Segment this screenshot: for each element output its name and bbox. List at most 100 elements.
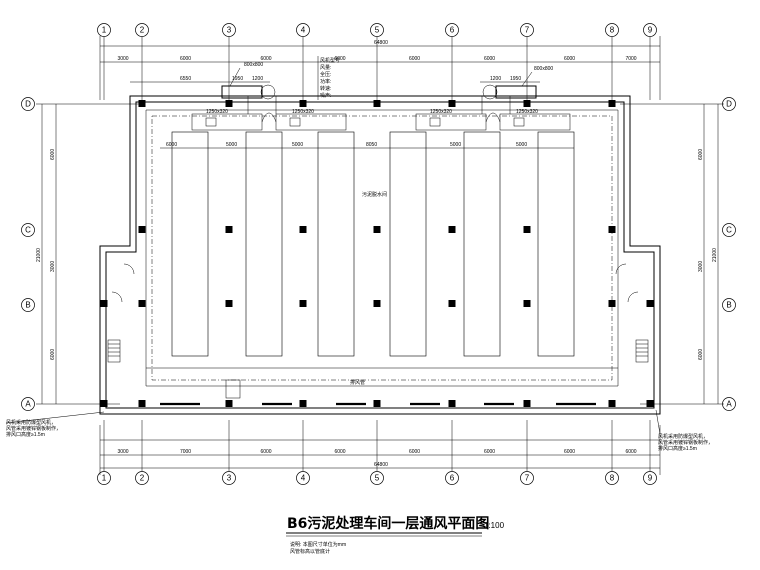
axis-left-A-label: A xyxy=(25,400,31,409)
axis-left-C: C xyxy=(21,223,35,237)
top-seg-7: 7000 xyxy=(625,56,636,62)
column-b-3 xyxy=(448,300,456,307)
axis-top-5-label: 5 xyxy=(375,26,380,35)
axis-top-7-label: 7 xyxy=(525,26,530,35)
top-seg-2: 6000 xyxy=(260,56,271,62)
bay-dim-0: 6000 xyxy=(166,142,177,148)
right-note-leader xyxy=(655,409,661,435)
top-seg-4: 6000 xyxy=(409,56,420,62)
axis-right-D-label: D xyxy=(726,100,732,109)
column-bottom-1 xyxy=(138,400,146,407)
bottom-seg-5: 6000 xyxy=(484,449,495,455)
bottom-seg-6: 6000 xyxy=(564,449,575,455)
column-c-0 xyxy=(225,226,233,233)
exhaust-ducts xyxy=(191,84,571,131)
axis-bottom-8: 8 xyxy=(605,471,619,485)
axis-left-B: B xyxy=(21,298,35,312)
left-total-dimension: 21000 xyxy=(36,248,42,262)
top-seg-1: 6000 xyxy=(180,56,191,62)
left-offset-1: 6550 xyxy=(180,76,191,82)
duct-size-2: 1250x320 xyxy=(292,109,314,115)
left-offset-3: 1200 xyxy=(252,76,263,82)
bottom-seg-3: 6000 xyxy=(334,449,345,455)
axis-bottom-9: 9 xyxy=(643,471,657,485)
bottom-total-dimension: 64800 xyxy=(374,462,388,468)
duct-size-4: 1250x320 xyxy=(516,109,538,115)
axis-top-8: 8 xyxy=(605,23,619,37)
column-edge-4 xyxy=(608,300,616,307)
bottom-seg-4: 6000 xyxy=(409,449,420,455)
axis-left-D-label: D xyxy=(25,100,31,109)
legend-line-2: 风管标高以管底计 xyxy=(290,548,330,555)
column-edge-5 xyxy=(646,300,654,307)
structural-columns xyxy=(100,100,654,407)
left-axis-bubbles: D C B A xyxy=(21,97,35,411)
axis-bottom-2: 2 xyxy=(135,471,149,485)
axis-right-A: A xyxy=(722,397,736,411)
fan-note-4: 转速: xyxy=(320,85,331,92)
fan-note-5: 噪声: xyxy=(320,92,331,99)
axis-top-1-label: 1 xyxy=(102,26,107,35)
bottom-seg-1: 7000 xyxy=(180,449,191,455)
column-bottom-8 xyxy=(646,400,654,407)
axis-top-5: 5 xyxy=(370,23,384,37)
top-dimension-lines xyxy=(99,36,661,100)
column-top-1 xyxy=(138,100,146,107)
top-seg-3: 6000 xyxy=(334,56,345,62)
column-b-1 xyxy=(299,300,307,307)
right-stair xyxy=(615,263,649,363)
drawing-scale: 1:100 xyxy=(484,521,505,530)
column-top-3 xyxy=(299,100,307,107)
column-edge-0 xyxy=(138,226,146,233)
side-dimension-lines xyxy=(36,103,724,405)
axis-top-1: 1 xyxy=(97,23,111,37)
tank-3 xyxy=(317,131,355,357)
axis-top-6-label: 6 xyxy=(450,26,455,35)
axis-right-B: B xyxy=(722,298,736,312)
axis-top-7: 7 xyxy=(520,23,534,37)
axis-bottom-1: 1 xyxy=(97,471,111,485)
column-bottom-0 xyxy=(100,400,108,407)
fan-note-3: 功率: xyxy=(320,78,331,85)
column-c-2 xyxy=(373,226,381,233)
tank-5 xyxy=(463,131,501,357)
right-seg-dim-1: 6000 xyxy=(698,149,704,160)
column-top-5 xyxy=(448,100,456,107)
axis-bottom-4: 4 xyxy=(296,471,310,485)
left-note-2: 风管采用镀锌钢板制作， xyxy=(6,425,61,432)
bottom-seg-0: 3000 xyxy=(117,449,128,455)
center-room-label: 污泥脱水间 xyxy=(362,191,387,198)
axis-left-B-label: B xyxy=(25,301,30,310)
right-note-1: 风机采用防爆型风机， xyxy=(658,433,708,440)
left-seg-dim-3: 6000 xyxy=(50,349,56,360)
tank-1 xyxy=(171,131,209,357)
building-outline xyxy=(99,95,661,415)
axis-top-2: 2 xyxy=(135,23,149,37)
right-offset-1: 1200 xyxy=(490,76,501,82)
left-note-1: 风机采用防爆型风机， xyxy=(6,419,56,426)
column-edge-3 xyxy=(138,300,146,307)
small-room xyxy=(225,379,241,399)
column-bottom-4 xyxy=(373,400,381,407)
axis-bottom-2-label: 2 xyxy=(140,474,145,483)
column-c-3 xyxy=(448,226,456,233)
fan-left xyxy=(221,85,263,99)
bay-dim-2: 5000 xyxy=(292,142,303,148)
axis-top-2-label: 2 xyxy=(140,26,145,35)
column-c-4 xyxy=(523,226,531,233)
bay-dim-4: 5000 xyxy=(450,142,461,148)
column-edge-1 xyxy=(608,226,616,233)
axis-right-D: D xyxy=(722,97,736,111)
right-total-dimension: 21000 xyxy=(712,248,718,262)
left-seg-dim-1: 6000 xyxy=(50,149,56,160)
column-b-4 xyxy=(523,300,531,307)
right-seg-dim-3: 6000 xyxy=(698,349,704,360)
fan-left-size: 800x800 xyxy=(244,62,263,68)
axis-top-6: 6 xyxy=(445,23,459,37)
